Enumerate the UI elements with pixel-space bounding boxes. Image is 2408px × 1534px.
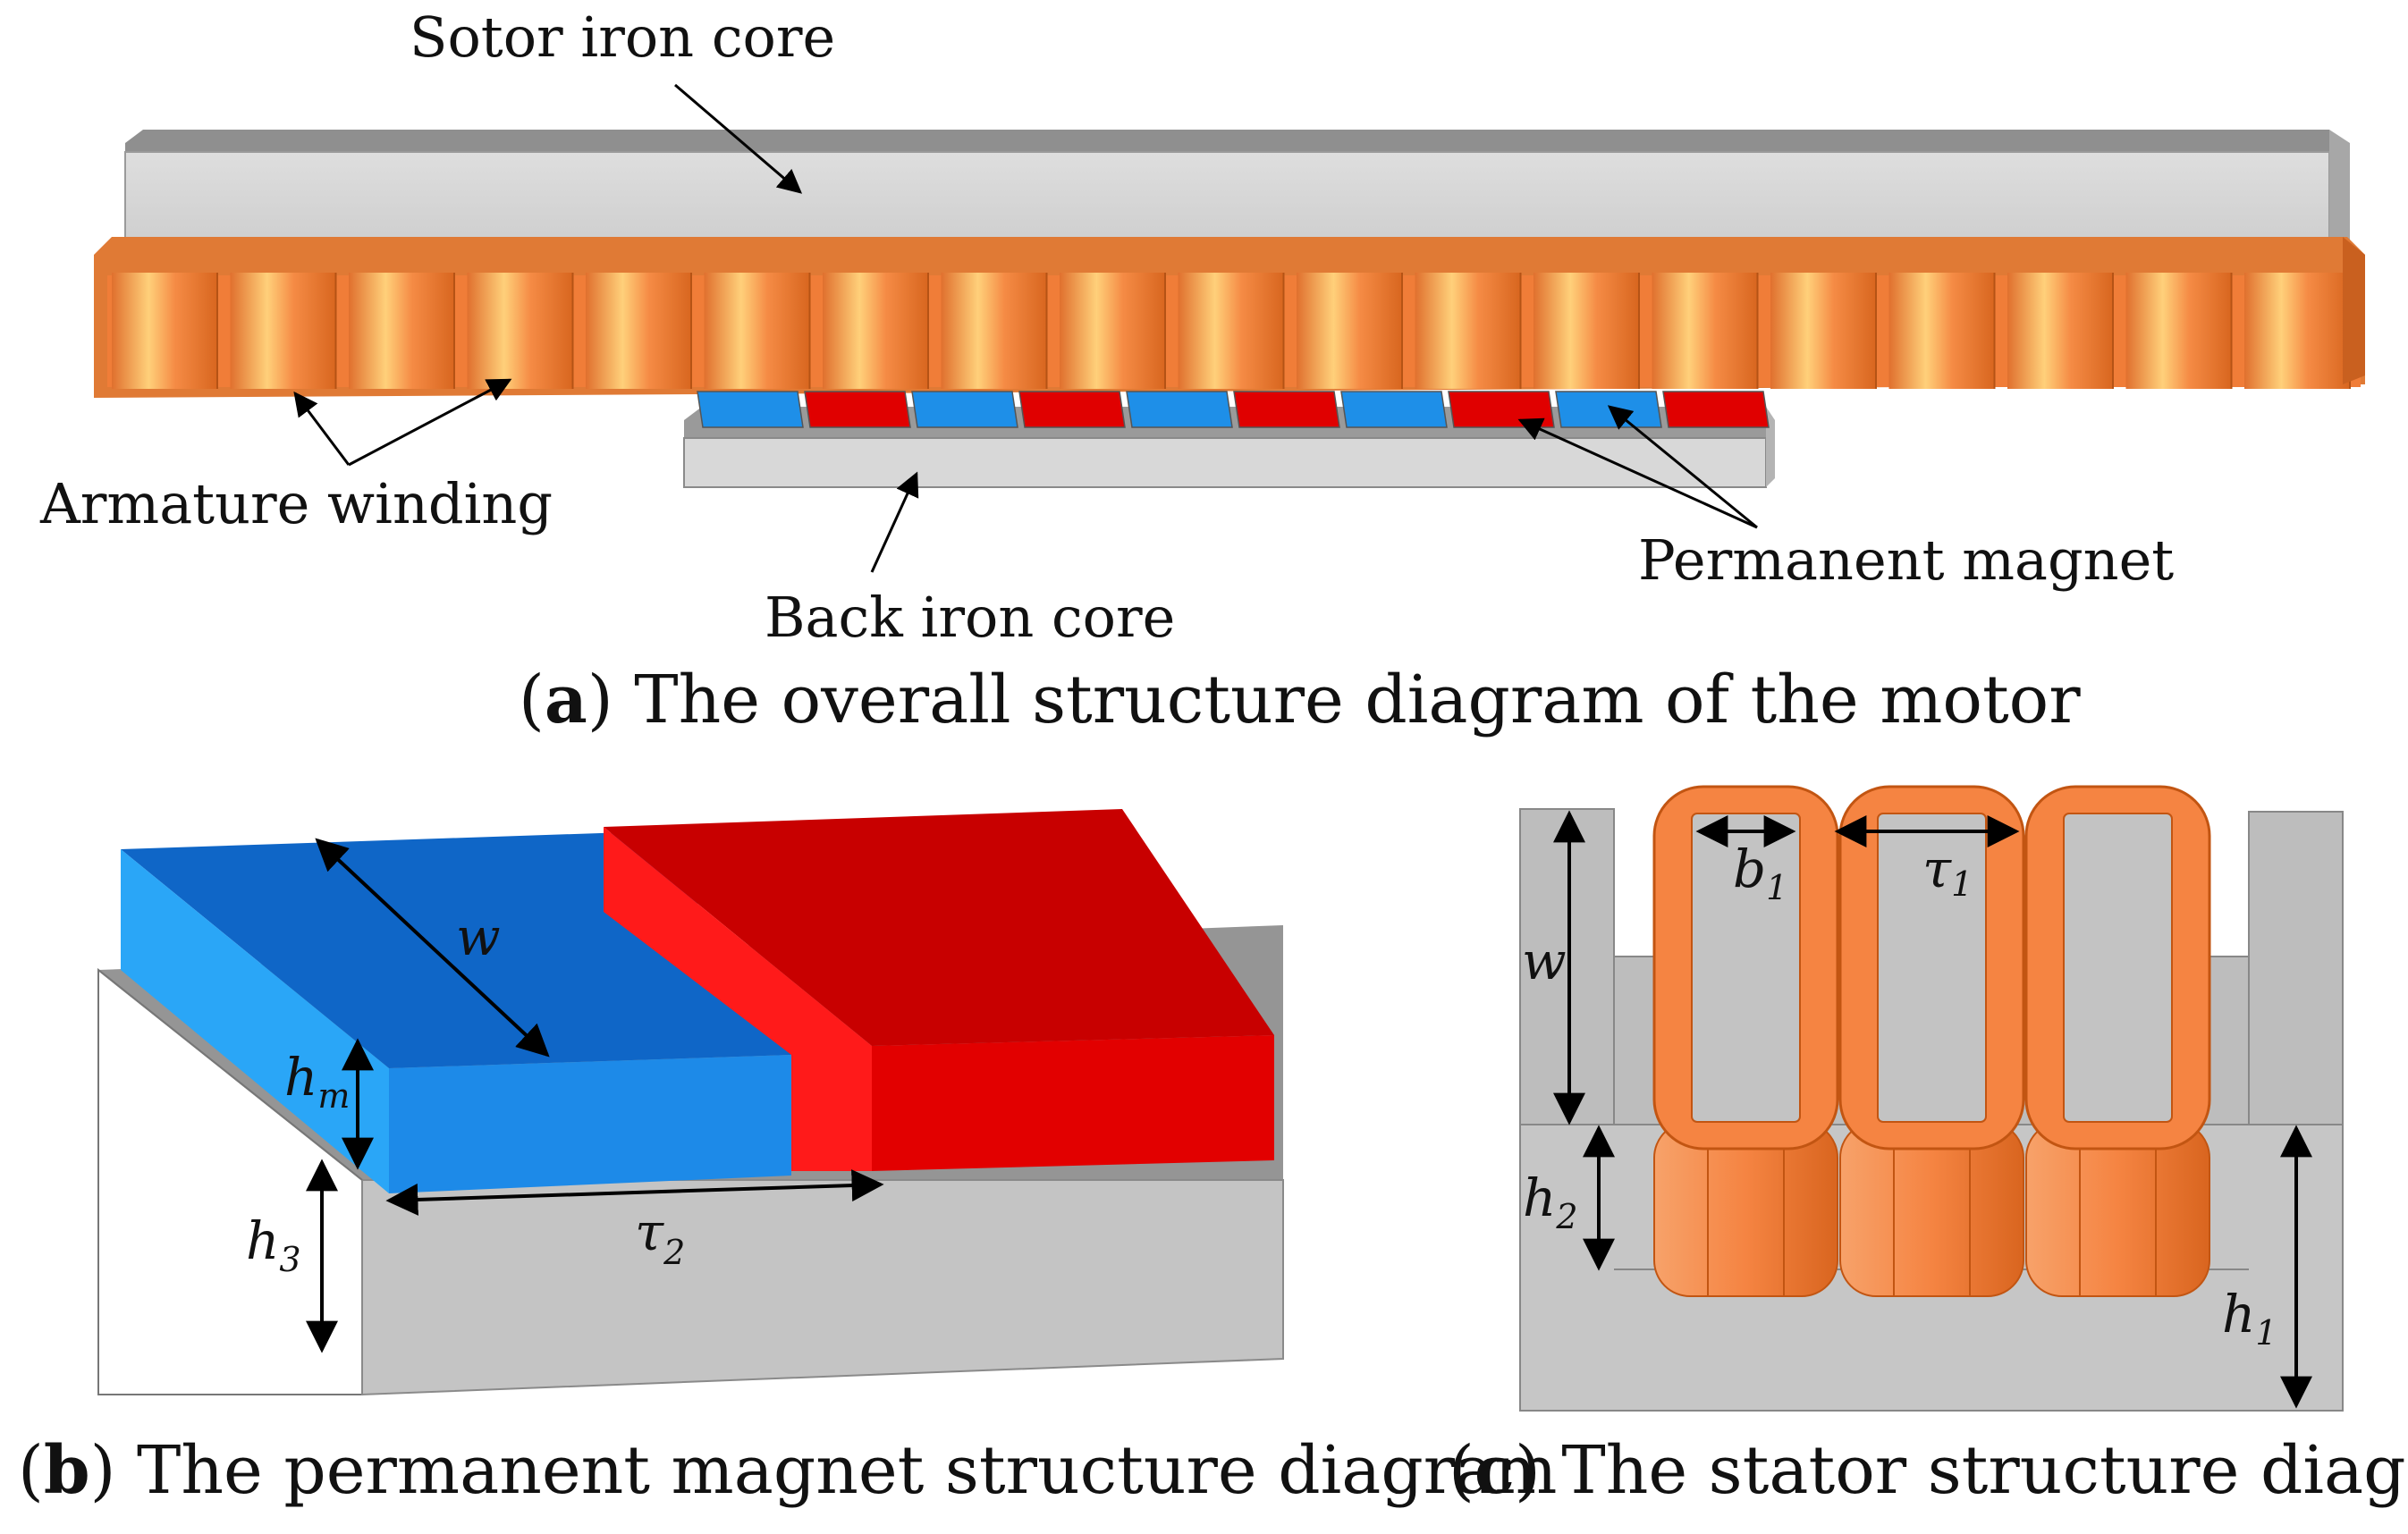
- winding-tooth: [586, 273, 691, 389]
- caption-b-text: The permanent magnet structure diagram: [137, 1432, 1557, 1509]
- winding-tooth: [1888, 273, 1995, 389]
- winding-tooth: [2007, 273, 2113, 389]
- winding-tooth: [823, 273, 928, 389]
- winding-tooth: [2244, 273, 2350, 389]
- stator-coil: [1652, 785, 1839, 1297]
- winding-tooth: [941, 273, 1047, 389]
- winding-tooth: [467, 273, 573, 389]
- panel-a: Sotor iron core Armature winding Back ir…: [39, 4, 2365, 738]
- winding-tooth: [349, 273, 454, 389]
- winding-tooth: [112, 273, 217, 389]
- caption-b-letter: b: [44, 1432, 90, 1509]
- caption-b: (b) The permanent magnet structure diagr…: [18, 1432, 1557, 1509]
- magnet-blue: [1126, 391, 1233, 428]
- caption-a: (a) The overall structure diagram of the…: [519, 662, 2081, 738]
- magnet-red: [1448, 391, 1555, 428]
- symbol-w-b: w: [456, 906, 501, 967]
- symbol-h2: h2: [1523, 1167, 1578, 1236]
- winding-tooth: [1297, 273, 1402, 389]
- magnet-red: [1662, 391, 1770, 428]
- caption-c-letter: c: [1474, 1432, 1515, 1509]
- magnet-red: [804, 391, 911, 428]
- label-armature-winding: Armature winding: [39, 471, 553, 536]
- symbol-w-c: w: [1522, 931, 1567, 991]
- armature-winding-strip: [94, 237, 2365, 398]
- winding-tooth: [1415, 273, 1521, 389]
- panel-c-coils: [1652, 785, 2211, 1297]
- armature-leader-arrow-2: [348, 378, 512, 467]
- panel-b-dimensions: [306, 838, 884, 1353]
- winding-tooth: [1534, 273, 1639, 389]
- label-back-iron-core: Back iron core: [765, 585, 1175, 650]
- symbol-h1: h1: [2222, 1284, 2277, 1353]
- symbol-hm: hm: [284, 1047, 350, 1116]
- caption-a-letter: a: [545, 662, 587, 738]
- caption-a-text: The overall structure diagram of the mot…: [634, 662, 2081, 738]
- dim-tau2-arrow: [385, 1169, 884, 1216]
- winding-tooth: [1652, 273, 1758, 389]
- winding-tooth: [704, 273, 810, 389]
- winding-tooth: [2125, 273, 2232, 389]
- leader-lines: [293, 83, 1758, 573]
- label-permanent-magnet: Permanent magnet: [1638, 527, 2174, 593]
- panel-b: w hm h3 τ2 (b) The permanent magnet stru…: [18, 809, 1557, 1509]
- magnet-blue: [697, 391, 804, 428]
- winding-tooth: [1060, 273, 1165, 389]
- symbol-h3: h3: [246, 1210, 301, 1279]
- stator-coil: [2024, 785, 2211, 1297]
- sotor-leader-arrow: [674, 83, 803, 194]
- winding-tooth: [1178, 273, 1284, 389]
- caption-c-text: The stator structure diagram: [1561, 1432, 2408, 1509]
- magnet-red: [1018, 391, 1126, 428]
- winding-tooth: [230, 273, 336, 389]
- magnet-blue: [911, 391, 1018, 428]
- magnet-leader-arrow-2: [1607, 405, 1758, 529]
- magnet-leader-arrow-1: [1517, 417, 1758, 529]
- magnet-blue: [1555, 391, 1662, 428]
- stator-coil: [1838, 785, 2025, 1297]
- panel-b-red-magnet: [604, 809, 1274, 1171]
- magnet-blue: [1340, 391, 1448, 428]
- symbol-tau1: τ1: [1922, 839, 1973, 904]
- label-sotor-iron-core: Sotor iron core: [410, 4, 835, 70]
- back-iron-leader-arrow: [870, 471, 919, 573]
- armature-leader-arrow-1: [293, 391, 351, 466]
- panel-c: b1 τ1 w h2 h1 (c) The stator structure d…: [1449, 785, 2408, 1509]
- symbol-tau2: τ2: [635, 1201, 685, 1272]
- winding-teeth: [112, 273, 2351, 389]
- winding-tooth: [1770, 273, 1876, 389]
- magnet-red: [1233, 391, 1340, 428]
- symbol-b1: b1: [1733, 839, 1787, 907]
- panel-c-dimensions: [1553, 810, 2312, 1409]
- dim-w-arrow: [315, 838, 550, 1058]
- caption-c: (c) The stator structure diagram: [1449, 1432, 2408, 1509]
